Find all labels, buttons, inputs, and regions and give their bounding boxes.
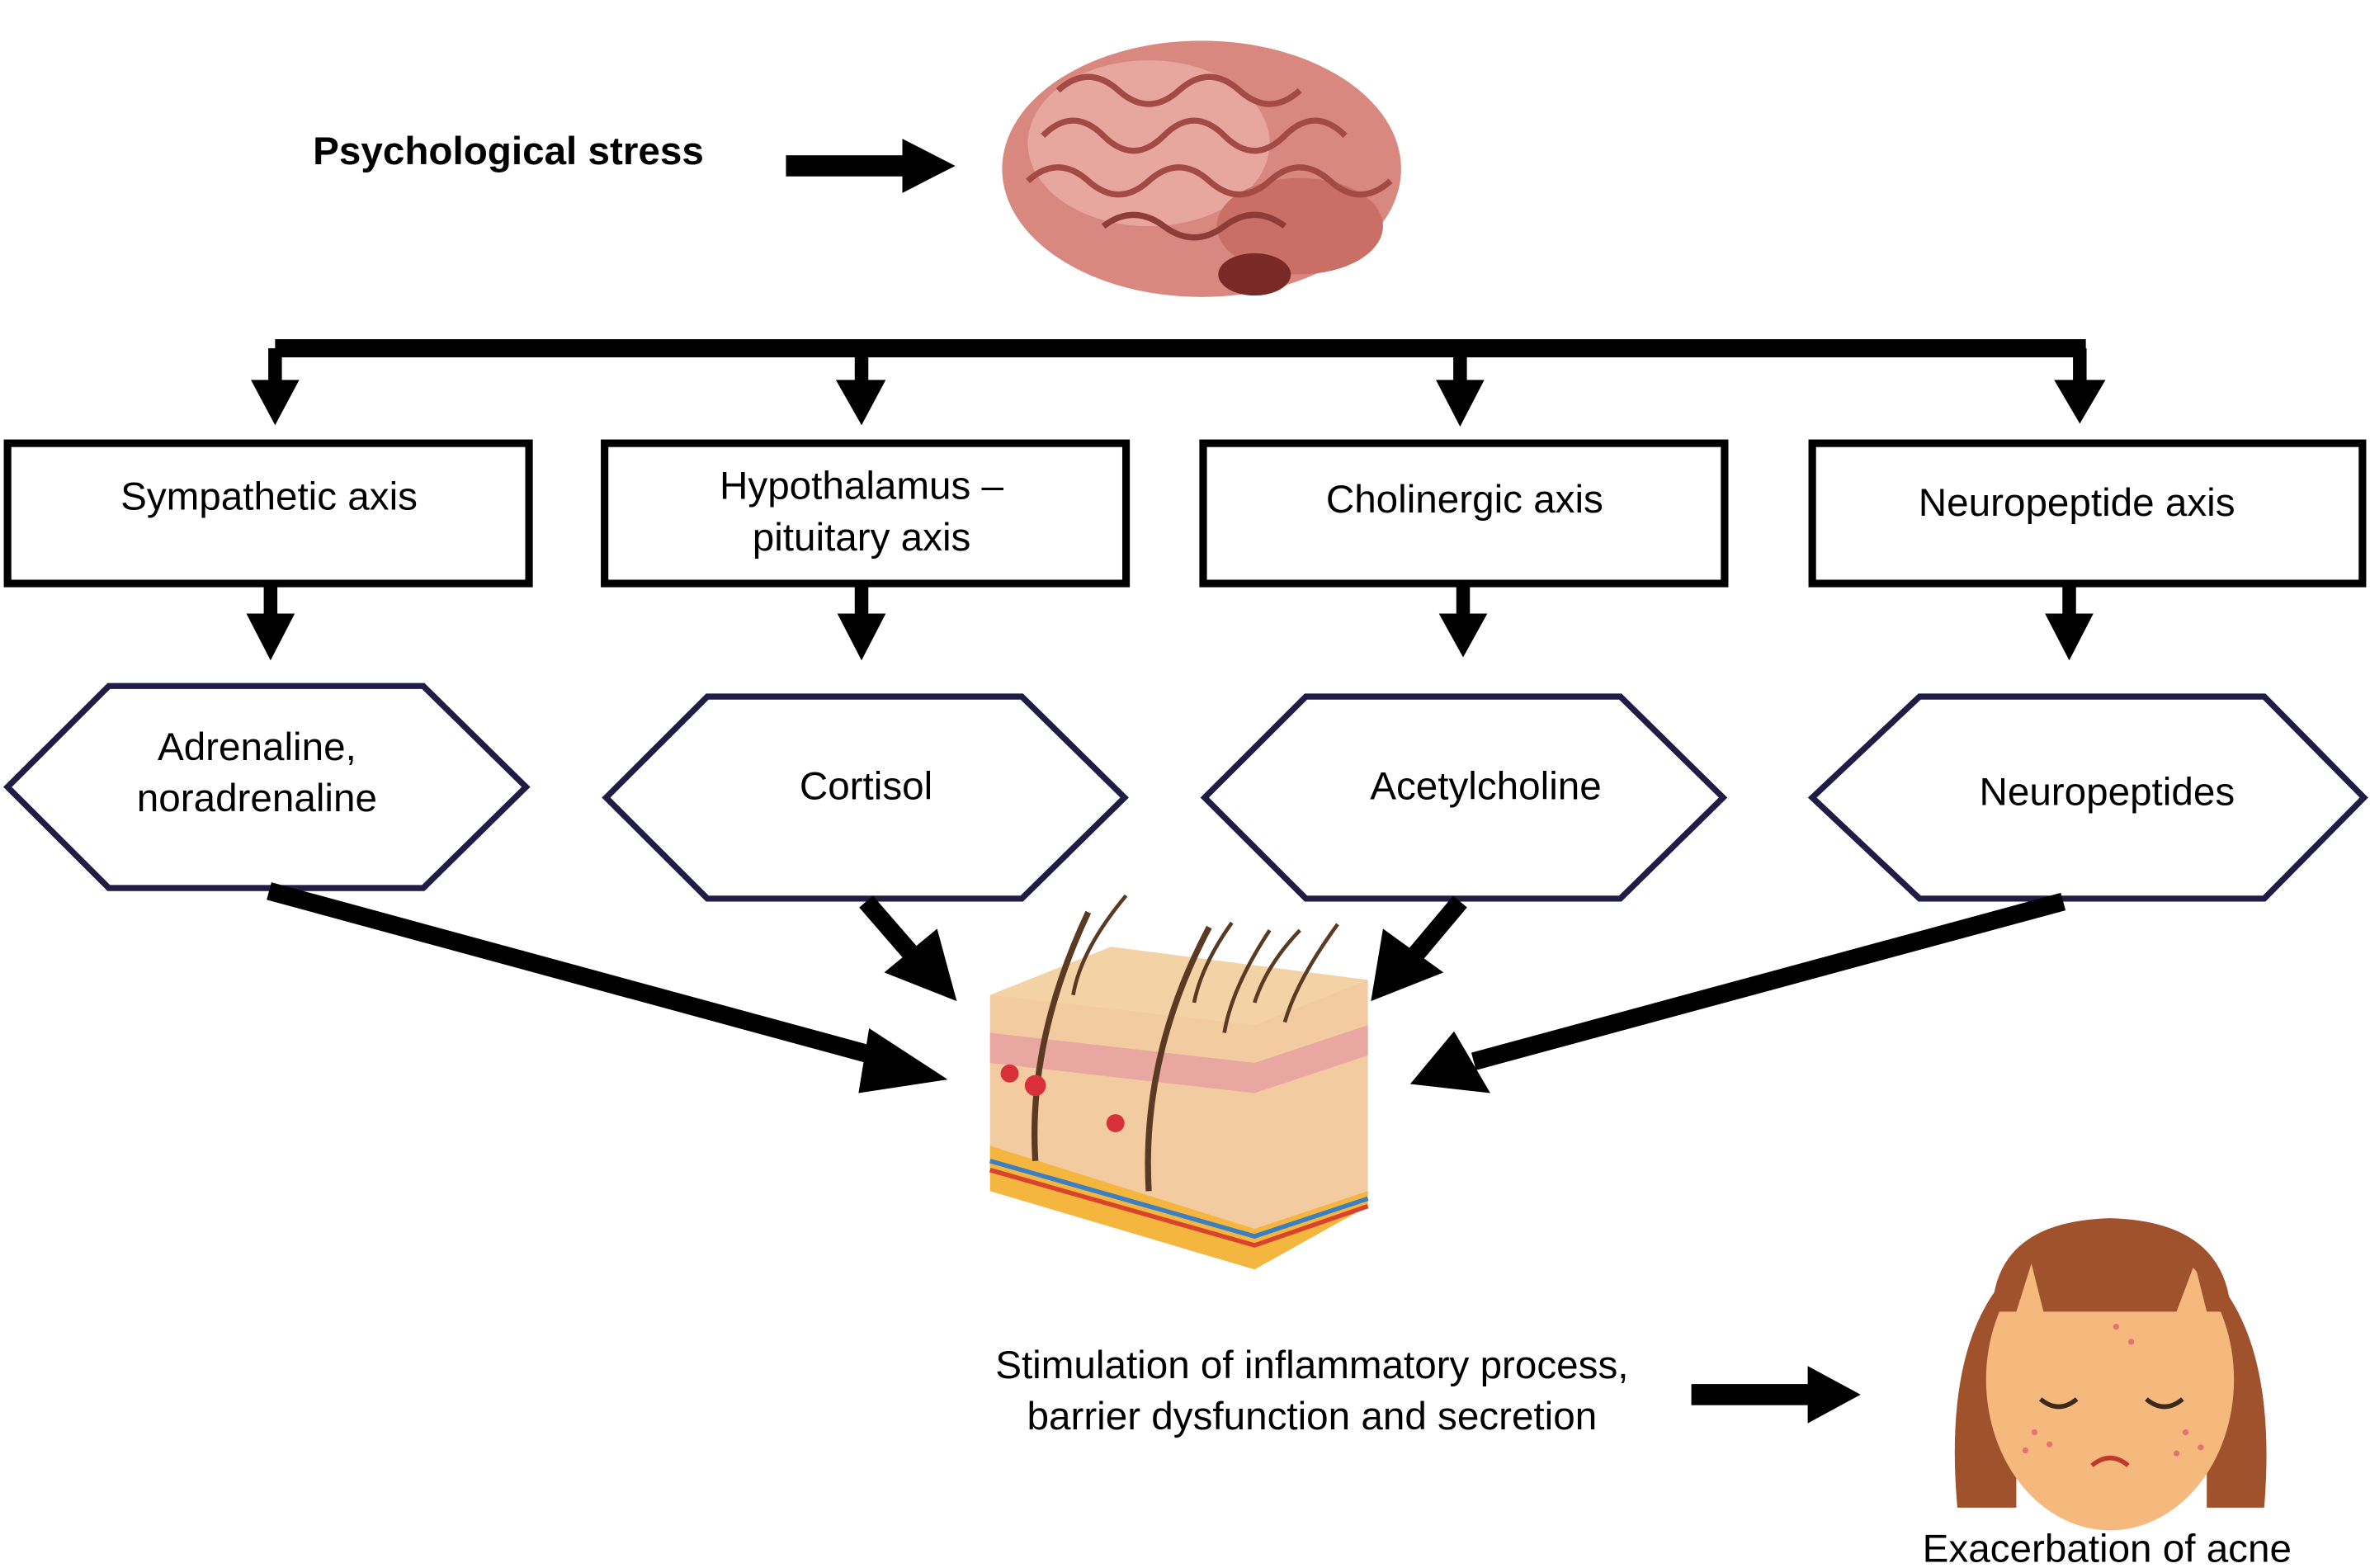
mediator-label: noradrenaline	[137, 777, 377, 820]
skin-cross-section-icon	[989, 894, 1369, 1270]
mediator-label: Adrenaline,	[158, 725, 356, 769]
axis-box-hpa: Hypothalamus – pituitary axis	[601, 439, 1131, 588]
axis-box-cholinergic: Cholinergic axis	[1199, 439, 1729, 588]
mediator-hex-acetylcholine: Acetylcholine	[1200, 693, 1728, 902]
effect-label: barrier dysfunction and secretion	[1027, 1395, 1598, 1438]
face-with-acne-icon	[1954, 1218, 2267, 1531]
axis-label: Hypothalamus –	[720, 465, 1004, 508]
brain-icon	[1002, 40, 1401, 297]
axis-label: pituitary axis	[753, 516, 971, 560]
axis-label: Neuropeptide axis	[1919, 481, 2235, 525]
effect-to-outcome-arrow	[1691, 1366, 1861, 1424]
mediator-label: Neuropeptides	[1979, 771, 2235, 815]
mediator-hex-adrenaline: Adrenaline, noradrenaline	[2, 682, 531, 891]
stress-to-brain-arrow	[786, 139, 956, 193]
axis-box-sympathetic: Sympathetic axis	[3, 439, 533, 588]
axis-box-neuropeptide: Neuropeptide axis	[1808, 439, 2367, 588]
mediator-label: Acetylcholine	[1370, 764, 1602, 808]
axis-label: Cholinergic axis	[1326, 478, 1603, 522]
outcome-label: Exacerbation of acne	[1923, 1528, 2292, 1568]
axis-label: Sympathetic axis	[120, 475, 418, 519]
mediator-hex-neuropeptides: Neuropeptides	[1807, 693, 2368, 902]
mediator-to-skin-arrows	[267, 882, 2066, 1093]
branch-connector	[251, 339, 2106, 427]
mediator-label: Cortisol	[800, 764, 932, 808]
mediator-hex-cortisol: Cortisol	[602, 693, 1129, 902]
box-to-mediator-arrows	[246, 583, 2094, 661]
stress-label: Psychological stress	[313, 130, 704, 173]
effect-label: Stimulation of inflammatory process,	[995, 1344, 1628, 1387]
